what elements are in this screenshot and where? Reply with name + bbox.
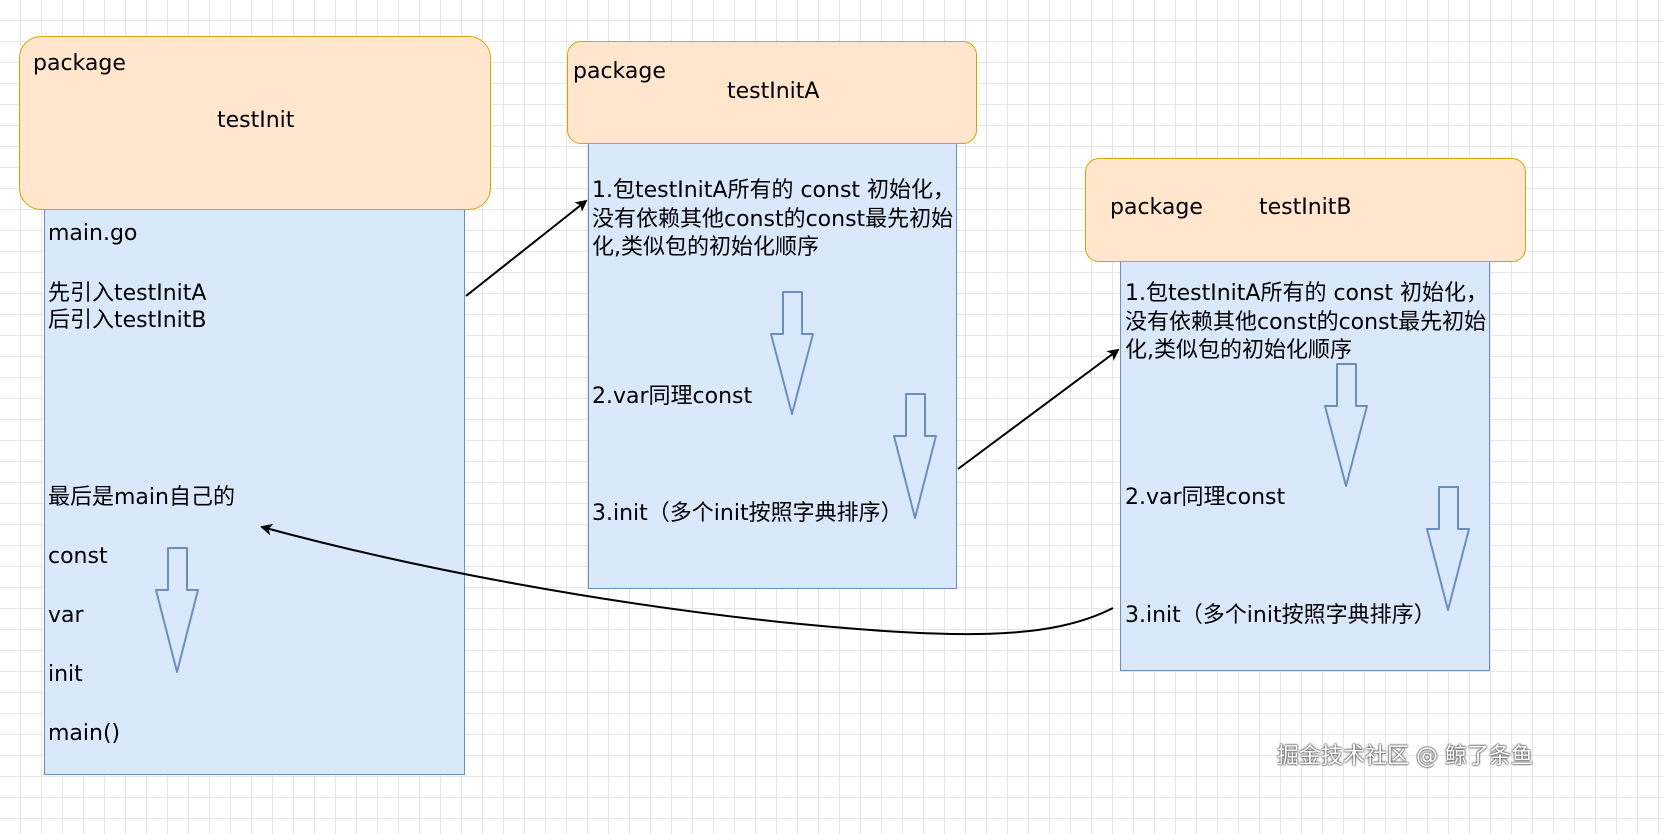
main-package-name: testInit [217,108,295,133]
package-b-body[interactable] [1120,238,1490,671]
main-package-header[interactable] [19,36,491,210]
package-b-step2: 2.var同理const [1125,485,1286,510]
package-b-name: testInitB [1259,195,1352,220]
down-arrow-a-1 [770,291,814,415]
arrow-a-to-b [957,348,1120,470]
package-a-header[interactable] [567,41,977,144]
package-a-body[interactable] [588,120,957,589]
watermark-text: 掘金技术社区 @ 鲸了条鱼 [1277,744,1533,769]
package-a-name: testInitA [727,79,820,104]
main-package-keyword: package [33,51,126,76]
main-last-label: 最后是main自己的 [48,485,235,510]
main-step-init: init [48,662,83,687]
down-arrow-a-2 [893,393,937,519]
main-step-var: var [48,603,84,628]
down-arrow-main [155,547,199,673]
package-a-keyword: package [573,59,666,84]
package-b-keyword: package [1110,195,1203,220]
arrow-main-to-a [465,199,588,297]
package-b-header[interactable] [1085,158,1526,262]
package-a-step1: 1.包testInitA所有的 const 初始化，没有依赖其他const的co… [592,178,956,261]
down-arrow-b-2 [1426,486,1470,611]
down-arrow-b-1 [1324,363,1368,487]
main-import-b: 后引入testInitB [48,308,207,333]
main-file-label: main.go [48,221,138,246]
package-a-step3: 3.init（多个init按照字典排序） [592,501,903,526]
main-import-a: 先引入testInitA [48,281,207,306]
arrow-b-to-main [260,523,1114,636]
package-b-step1: 1.包testInitA所有的 const 初始化，没有依赖其他const的co… [1125,281,1489,364]
package-a-step2: 2.var同理const [592,384,753,409]
main-package-body[interactable] [44,186,465,775]
main-step-main: main() [48,721,121,746]
package-b-step3: 3.init（多个init按照字典排序） [1125,603,1436,628]
main-step-const: const [48,544,108,569]
